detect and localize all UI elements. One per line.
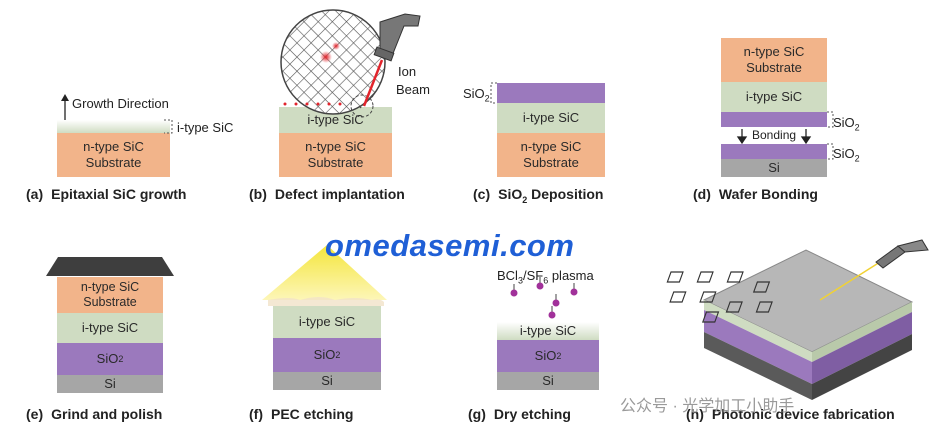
a-itype-layer [57,120,170,133]
c-itype-layer: i-type SiC [497,103,605,133]
a-itype-label: i-type SiC [177,120,234,135]
g-plasma-particles [510,277,578,319]
c-sio2-bracket [490,82,497,104]
d-sio2-bracket-bottom [827,143,834,160]
b-substrate-layer: n-type SiC Substrate [279,133,392,177]
b-ion-gun-icon [362,13,421,107]
f-caption: (f)PEC etching [249,406,354,422]
h-device-block [666,249,914,400]
g-itype-layer: i-type SiC [497,322,599,340]
a-caption: (a)Epitaxial SiC growth [26,186,187,202]
a-substrate-layer: n-type SiC Substrate [57,133,170,177]
watermark-secondary: 公众号 · 光学加工小助手 [620,398,795,415]
a-itype-bracket [164,119,173,134]
e-caption: (e)Grind and polish [26,406,163,422]
g-caption: (g)Dry etching [468,406,571,422]
e-si-layer: Si [57,375,163,393]
f-itype-layer: i-type SiC [273,306,381,338]
c-substrate-layer: n-type SiC Substrate [497,133,605,177]
d-sio2-bottom-layer [721,144,827,159]
d-si-layer: Si [721,159,827,177]
e-grinder-icon [46,257,174,276]
b-ion-label: Ion [398,64,417,79]
b-magnifier [280,9,386,118]
g-plasma-label: BCl3/SF6 plasma [497,268,594,286]
b-caption: (b)Defect implantation [249,186,405,202]
g-si-layer: Si [497,372,599,390]
d-bonding-label: Bonding [752,128,797,142]
b-beam-label: Beam [396,82,430,97]
d-bonding-arrows [736,129,812,145]
a-growth-direction-label: Growth Direction [72,96,169,111]
d-caption: (d)Wafer Bonding [693,186,818,202]
d-substrate-layer: n-type SiC Substrate [721,38,827,82]
d-sio2-label-top: SiO2 [833,115,860,133]
d-sio2-top-layer [721,112,827,127]
c-sio2-label: SiO2 [463,86,490,104]
e-substrate-layer: n-type SiC Substrate [57,277,163,313]
d-itype-layer: i-type SiC [721,82,827,112]
a-growth-arrow [61,94,69,120]
f-light-beam [262,245,387,306]
c-sio2-layer [497,83,605,103]
e-itype-layer: i-type SiC [57,313,163,343]
c-caption: (c)SiO2 Deposition [473,186,604,205]
d-sio2-bracket-top [827,111,834,128]
h-fiber-probe-icon [875,239,929,269]
b-defect-dots [283,102,342,106]
watermark: omedasemi.com [325,228,575,263]
h-caption: (h)Photonic device fabrication [686,406,895,422]
d-sio2-label-bottom: SiO2 [833,146,860,164]
f-si-layer: Si [273,372,381,390]
